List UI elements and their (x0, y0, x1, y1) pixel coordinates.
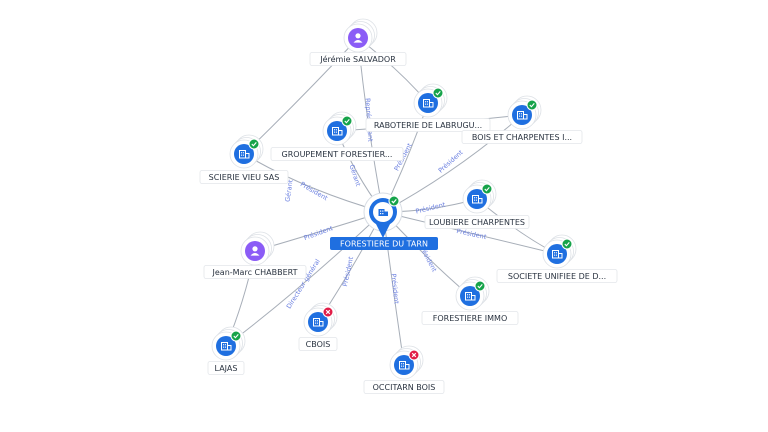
company-avatar (327, 121, 347, 141)
building-icon (465, 292, 476, 301)
company-avatar (547, 244, 567, 264)
node-label-box (496, 269, 618, 283)
check-badge-icon (474, 280, 486, 292)
node-label-box (365, 118, 491, 132)
building-icon (472, 195, 483, 204)
check-badge-icon (561, 238, 573, 250)
node-cbois[interactable]: CBOIS (298, 302, 338, 351)
node-label: BOIS ET CHARPENTES I... (472, 133, 572, 142)
company-avatar (394, 355, 414, 375)
edge-label: Gérant (284, 179, 295, 203)
edge-label: Président (303, 224, 335, 242)
node-occitarn[interactable]: OCCITARN BOIS (363, 345, 445, 394)
building-icon (221, 342, 232, 351)
node-label-box (199, 170, 289, 184)
edge-center-societe (382, 211, 558, 255)
node-chabbert[interactable]: Jean-Marc CHABBERT (203, 231, 307, 279)
check-badge-icon (432, 87, 444, 99)
node-salvador[interactable]: Jérémie SALVADOR (309, 18, 407, 66)
check-badge-icon (341, 115, 353, 127)
node-bois[interactable]: BOIS ET CHARPENTES I... (461, 95, 583, 144)
edge-center-lajas (225, 211, 384, 347)
building-icon (517, 111, 528, 120)
nodes-layer: Jérémie SALVADOR RABOTERIE DE LABRUGU... B… (199, 18, 618, 394)
node-label-box (207, 361, 245, 375)
node-label: GROUPEMENT FORESTIER... (282, 150, 393, 159)
company-avatar (418, 93, 438, 113)
edge-label: Président (456, 227, 488, 241)
node-label: Jérémie SALVADOR (319, 54, 396, 64)
edge-label: Président (299, 180, 330, 202)
node-label-box (309, 52, 407, 66)
node-label: LOUBIERE CHARPENTES (429, 218, 525, 227)
node-loubiere[interactable]: LOUBIERE CHARPENTES (424, 179, 530, 229)
node-label-box (461, 130, 583, 144)
node-lajas[interactable]: LAJAS (207, 326, 246, 375)
company-avatar (467, 189, 487, 209)
edge-label: Président (341, 255, 355, 287)
center-label-box (330, 237, 438, 250)
check-badge-icon (248, 138, 260, 150)
building-icon (313, 318, 324, 327)
node-label: OCCITARN BOIS (373, 383, 436, 392)
company-avatar (460, 286, 480, 306)
company-avatar (216, 336, 236, 356)
building-icon (423, 99, 434, 108)
node-vieu[interactable]: SCIERIE VIEU SAS (199, 134, 289, 184)
node-label: Jean-Marc CHABBERT (212, 268, 298, 277)
company-avatar (234, 144, 254, 164)
edge-label: Gérant (348, 164, 363, 188)
building-icon (332, 127, 343, 136)
edge-center-bois (382, 114, 523, 213)
node-societe[interactable]: SOCIETE UNIFIEE DE D... (496, 234, 618, 283)
building-icon (552, 250, 563, 259)
node-label: LAJAS (215, 364, 238, 373)
check-badge-icon (230, 330, 242, 342)
node-label: SCIERIE VIEU SAS (209, 173, 280, 182)
edge-label: Président (415, 200, 447, 215)
x-badge-icon (408, 349, 420, 361)
check-badge-icon (388, 195, 400, 207)
node-raboterie[interactable]: RABOTERIE DE LABRUGU... (365, 83, 491, 132)
node-label-box (270, 147, 404, 161)
node-label-box (203, 265, 307, 279)
node-label: RABOTERIE DE LABRUGU... (374, 121, 482, 130)
person-icon (353, 33, 363, 43)
center-label: FORESTIERE DU TARN (340, 240, 428, 249)
node-label: CBOIS (306, 340, 331, 349)
company-avatar (308, 312, 328, 332)
person-icon (250, 246, 260, 256)
check-badge-icon (526, 99, 538, 111)
edge-label: Président (389, 273, 400, 304)
node-label-box (421, 311, 519, 325)
building-icon (378, 209, 388, 216)
node-label-box (424, 215, 530, 229)
node-label: FORESTIERE IMMO (433, 314, 508, 323)
node-immo[interactable]: FORESTIERE IMMO (421, 276, 519, 325)
node-groupement[interactable]: GROUPEMENT FORESTIER... (270, 111, 404, 161)
node-label-box (363, 380, 445, 394)
x-badge-icon (322, 306, 334, 318)
center-pin-tip (376, 224, 390, 238)
center-node[interactable]: FORESTIERE DU TARN (330, 192, 438, 250)
check-badge-icon (481, 183, 493, 195)
node-label: SOCIETE UNIFIEE DE D... (508, 272, 606, 281)
company-avatar (512, 105, 532, 125)
building-icon (399, 361, 410, 370)
building-icon (239, 150, 250, 159)
node-label-box (298, 337, 338, 351)
